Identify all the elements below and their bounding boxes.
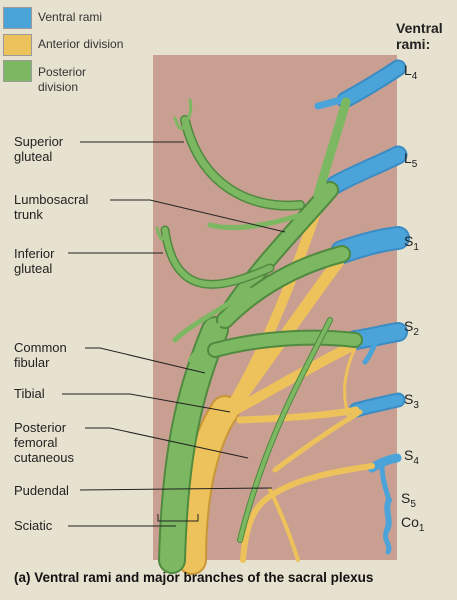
ventral-ramus-co1 (383, 527, 392, 555)
root-letter: S (404, 447, 414, 463)
label-pudendal: Pudendal (14, 483, 69, 498)
label-posterior-femoral-cutaneous: Posterior femoral cutaneous (14, 420, 74, 465)
root-subscript: 1 (418, 522, 425, 534)
root-letter: S (404, 233, 414, 249)
sciatic-bracket (157, 514, 199, 522)
root-letter: S (404, 318, 414, 334)
legend-label-posterior-division: Posterior division (38, 65, 87, 94)
leader-posterior-femoral-cutaneous (85, 427, 249, 459)
legend-swatch-anterior-division (3, 34, 32, 56)
root-subscript: 1 (413, 241, 419, 253)
legend-swatch-posterior-division (3, 60, 32, 82)
posterior-division-group (155, 97, 363, 574)
legend-item-posterior-division: Posterior division (0, 60, 150, 96)
legend-label-ventral-rami: Ventral rami (38, 10, 103, 24)
root-label-co1: Co1 (401, 514, 424, 534)
legend-item-ventral-rami: Ventral rami (0, 6, 150, 29)
root-letter: Co (401, 514, 419, 530)
legend-item-anterior-division: Anterior division (0, 34, 150, 56)
leader-lumbosacral-trunk (110, 199, 286, 233)
root-letter: S (404, 391, 414, 407)
leader-pudendal (79, 487, 273, 491)
root-label-s1: S1 (404, 233, 419, 253)
label-tibial: Tibial (14, 386, 45, 401)
root-subscript: 3 (413, 399, 419, 411)
root-label-s3: S3 (404, 391, 419, 411)
anterior-division-group (177, 195, 375, 575)
root-subscript: 5 (411, 158, 418, 170)
ventral-rami-title: Ventral rami: (396, 20, 443, 52)
root-label-l5: L5 (404, 150, 417, 170)
figure-caption: (a) Ventral rami and major branches of t… (14, 570, 374, 585)
label-common-fibular: Common fibular (14, 340, 67, 370)
root-label-l4: L4 (404, 62, 417, 82)
legend-swatch-ventral-rami (3, 7, 32, 29)
leader-lines (62, 141, 286, 527)
legend-label-anterior-division: Anterior division (38, 37, 124, 51)
label-sciatic: Sciatic (14, 518, 53, 533)
ventral-ramus-s5 (384, 497, 392, 533)
leader-common-fibular (85, 347, 206, 374)
root-subscript: 2 (413, 326, 419, 338)
label-lumbosacral-trunk: Lumbosacral trunk (14, 192, 89, 222)
root-letter: L (404, 150, 412, 166)
root-label-s5: S5 (401, 490, 416, 510)
root-subscript: 4 (411, 70, 418, 82)
root-subscript: 4 (413, 455, 419, 467)
leader-tibial (62, 393, 231, 413)
root-letter: L (404, 62, 412, 78)
ventral-ramus-l4-branch (314, 93, 356, 110)
root-label-s2: S2 (404, 318, 419, 338)
label-superior-gluteal: Superior gluteal (14, 134, 64, 164)
root-label-s4: S4 (404, 447, 419, 467)
root-subscript: 5 (410, 498, 416, 510)
pudendal-nerve (240, 463, 375, 563)
label-inferior-gluteal: Inferior gluteal (14, 246, 55, 276)
root-letter: S (401, 490, 411, 506)
